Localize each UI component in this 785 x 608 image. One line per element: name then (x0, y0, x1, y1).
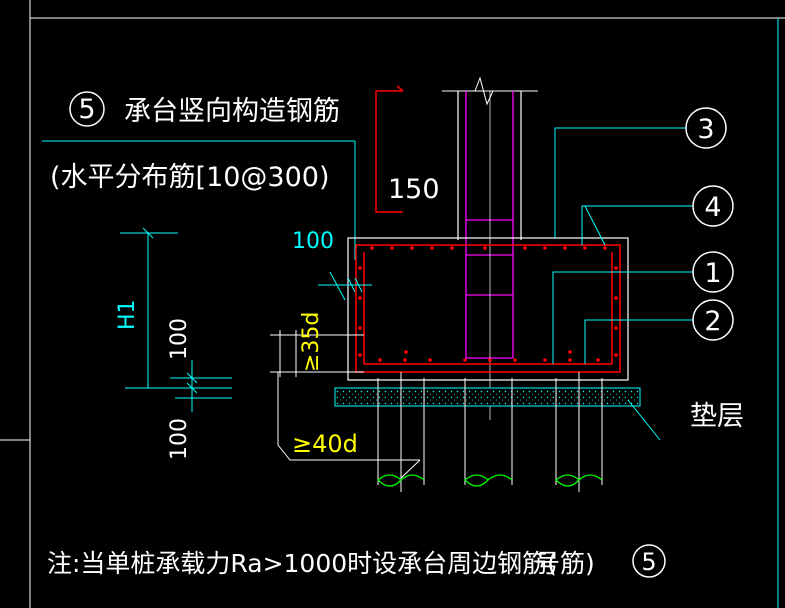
note-marker-circle (632, 544, 666, 578)
callout-4-number: 4 (704, 192, 721, 223)
callout-4-leader (581, 205, 693, 245)
drawing-title: 承台竖向构造钢筋 (124, 96, 340, 127)
cushion-leader (627, 399, 661, 441)
callout-2-leader (584, 319, 693, 364)
h1-dimension (120, 227, 232, 412)
dim-100-left-a: 100 (167, 318, 192, 360)
dim-100-left-b: 100 (167, 418, 192, 460)
dim-35d-lines (270, 330, 364, 377)
note-marker-number: 5 (641, 548, 656, 576)
callout-1-leader (552, 271, 693, 364)
cushion-layer (334, 387, 641, 407)
rebar-cage (355, 244, 621, 373)
title-group: 5 承台竖向构造钢筋 (水平分布筋[10@300) (42, 91, 355, 193)
rebar-dots (358, 246, 618, 362)
callout-1-number: 1 (704, 258, 721, 289)
h1-label: H1 (115, 299, 140, 330)
dim-40d-label: ≥40d (292, 430, 358, 458)
dim-100-top-lines (318, 271, 372, 301)
piles (377, 372, 603, 492)
dim-100-top: 100 (292, 229, 334, 254)
column-section (442, 76, 538, 420)
drawing-subtitle: (水平分布筋[10@300) (50, 162, 330, 193)
callout-3-circle (685, 107, 727, 149)
callout-2-circle (692, 299, 734, 341)
dim-150-bracket (375, 90, 403, 213)
callout-4-circle (692, 185, 734, 227)
dim-35d-label: ≥35d (299, 312, 324, 372)
callout-3-number: 3 (697, 114, 714, 145)
pile-cap-outline (347, 237, 629, 381)
dim-150-label: 150 (388, 174, 440, 205)
bottom-note: 注:当单桩承载力Ra>1000时设承台周边钢筋( (47, 549, 557, 578)
callout-2-number: 2 (704, 306, 721, 337)
pile-ends (377, 474, 603, 487)
title-marker-number: 5 (78, 94, 95, 125)
callout-1-circle (692, 251, 734, 293)
cushion-label: 垫层 (690, 401, 744, 432)
dim-40d-leader (277, 372, 420, 461)
callout-3-leader (554, 127, 686, 238)
title-marker-circle (69, 91, 105, 127)
bottom-note-tail: 号筋) (535, 549, 595, 578)
